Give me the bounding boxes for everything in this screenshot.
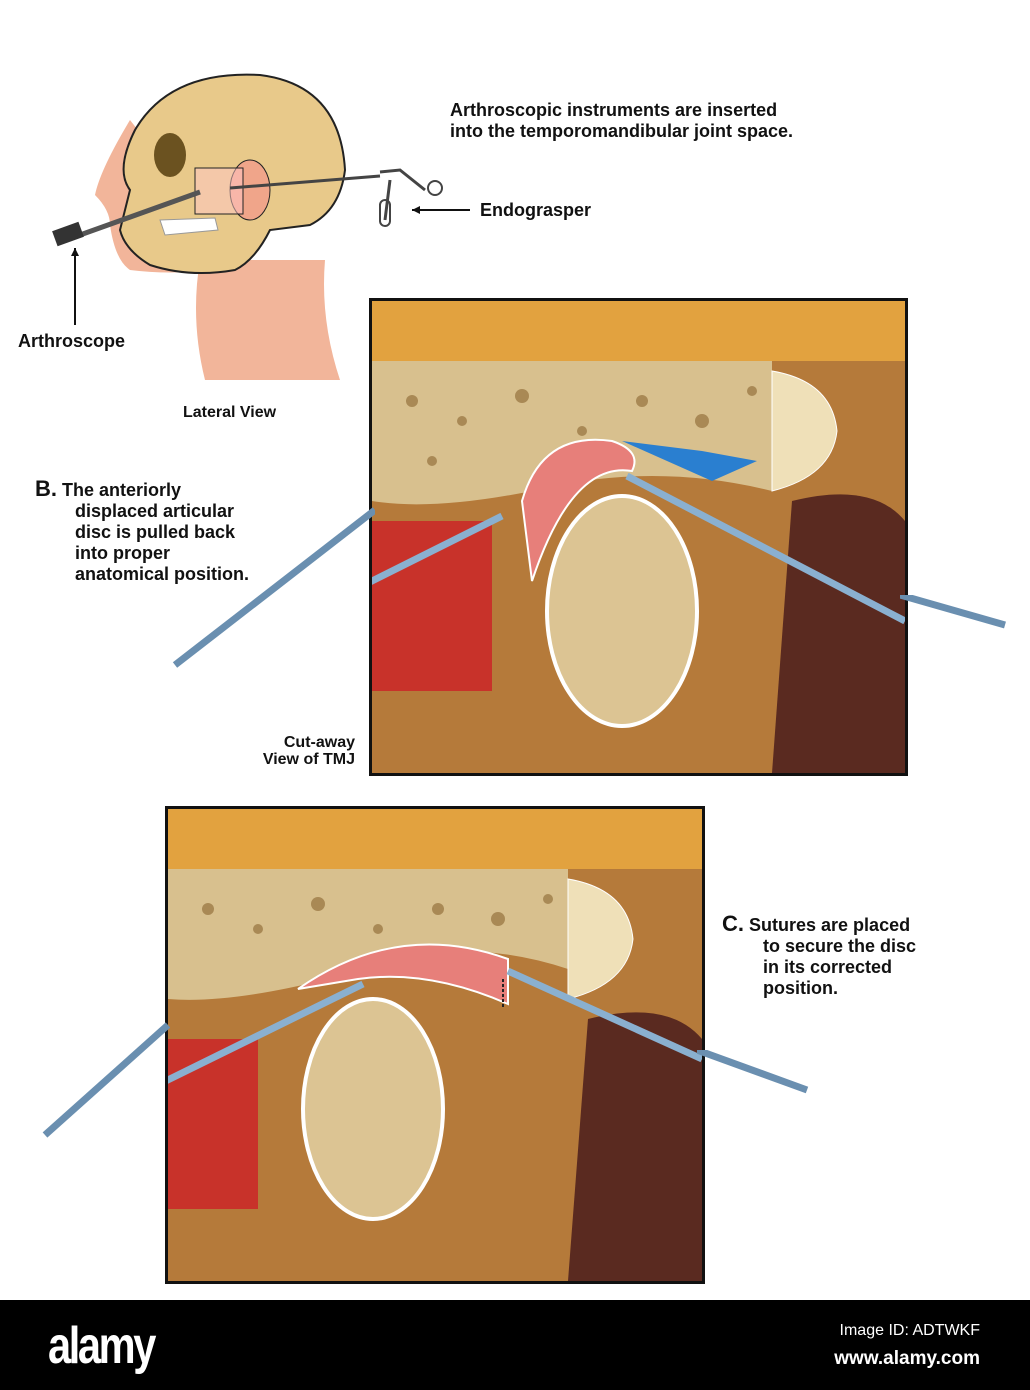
teeth [159,217,219,236]
caption-line: displaced articular [75,501,235,521]
caption-line: in its corrected [763,957,893,977]
panel-c-right-instrument [697,1050,809,1094]
panel-b-caption: B. The anteriorly displaced articular di… [35,478,249,585]
caption-line: into proper [75,543,170,563]
condyle [301,997,445,1221]
panel-c-illustration [168,809,702,1281]
cutaway-view-label: Cut-away View of TMJ [240,734,355,768]
image-id: Image ID: ADTWKF [839,1322,980,1339]
watermark-footer: alamy Image ID: ADTWKF www.alamy.com [0,1300,1030,1390]
panel-c-left-instrument [42,1022,170,1138]
panel-b-tmj-cutaway [369,298,908,776]
caption-line: anatomical position. [75,564,250,584]
caption-line: to secure the disc [763,936,917,956]
arthroscope-handle [52,221,84,247]
caption-line: disc is pulled back [75,522,236,542]
arthroscope-label: Arthroscope [18,331,126,351]
caption-line: position. [763,978,838,998]
panel-b-letter: B. [35,476,57,501]
alamy-logo: alamy [48,1317,156,1375]
site-url: www.alamy.com [834,1348,980,1369]
caption-line: Sutures are placed [749,915,911,935]
panel-b-left-instrument [172,507,375,668]
lateral-view-label: Lateral View [183,404,277,421]
label-line: Cut-away [283,734,355,751]
direction-arrow [622,441,757,481]
panel-b-right-instrument [900,595,1006,629]
endograsper-label: Endograsper [480,200,592,220]
caption-line: into the temporomandibular joint space. [450,121,794,141]
tmj-highlight-box [194,167,244,215]
caption-line: Arthroscopic instruments are inserted [450,100,778,120]
orbit [154,133,186,177]
header-caption: Arthroscopic instruments are inserted in… [450,100,793,142]
neck-skin [196,260,340,380]
arthroscope-shaft [79,189,201,238]
endograsper-shaft [229,174,381,190]
caption-line: The anteriorly [62,480,182,500]
panel-b-illustration [372,301,905,773]
panel-c-letter: C. [722,911,744,936]
panel-c-caption: C. Sutures are placed to secure the disc… [722,913,916,999]
panel-c-tmj-cutaway [165,806,705,1284]
lateral-head-illustration [52,73,470,380]
condyle [545,494,699,728]
label-line: View of TMJ [262,751,355,768]
